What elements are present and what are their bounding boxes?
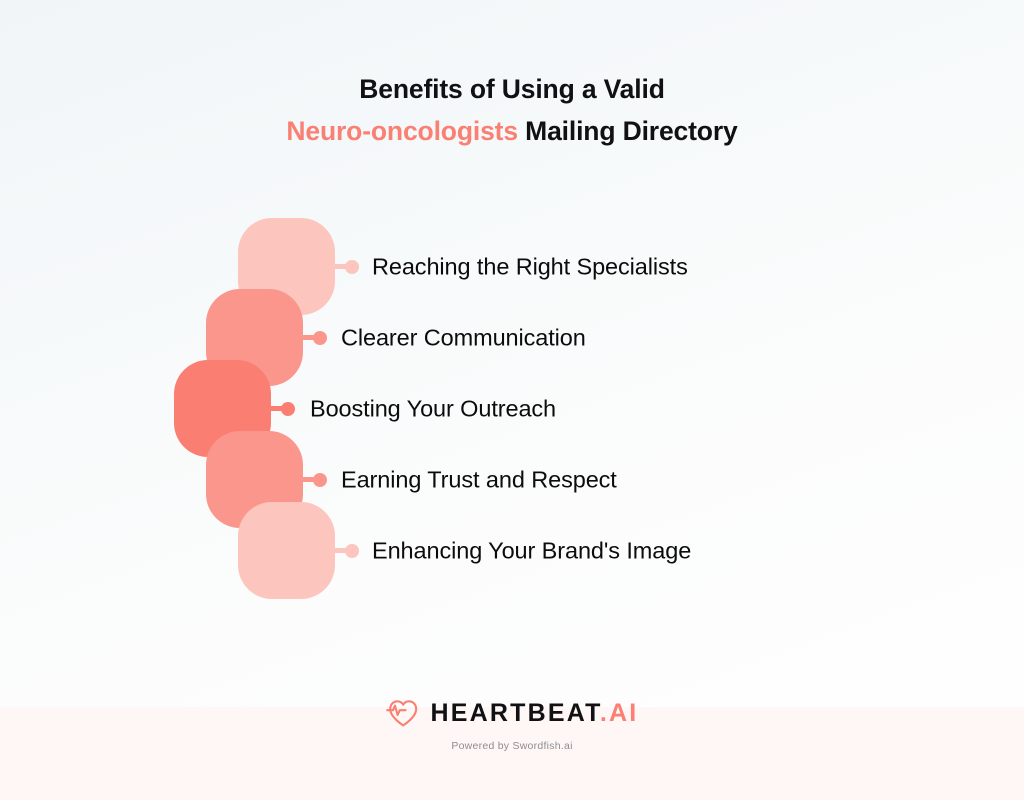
logo-name-text: HEARTBEAT [430,698,600,727]
benefit-connector-3 [266,406,288,411]
logo-row: HEARTBEAT.AI [385,698,639,728]
benefit-tile-5 [238,502,335,599]
logo-tagline: Powered by Swordfish.ai [451,740,573,752]
benefit-connector-5 [330,548,352,553]
heart-pulse-icon [385,698,420,728]
footer-band [0,707,1024,800]
footer-logo: HEARTBEAT.AI Powered by Swordfish.ai [0,698,1024,752]
benefit-connector-2 [298,335,320,340]
benefit-row-3: Boosting Your Outreach [0,360,1024,457]
title-line-2: Neuro-oncologists Mailing Directory [0,110,1024,152]
logo-wordmark: HEARTBEAT.AI [430,698,639,727]
benefit-dot-5 [345,543,359,558]
benefit-row-5: Enhancing Your Brand's Image [0,502,1024,599]
benefit-label-1: Reaching the Right Specialists [372,253,688,279]
logo-suffix-text: .AI [599,698,639,727]
title-accent-text: Neuro-oncologists [286,116,518,146]
benefit-label-5: Enhancing Your Brand's Image [372,537,692,563]
benefit-connector-1 [330,264,352,269]
benefit-connector-4 [298,477,320,482]
benefits-diagram: Reaching the Right Specialists Clearer C… [0,218,1024,603]
benefit-label-4: Earning Trust and Respect [341,466,617,492]
benefit-dot-3 [281,401,295,416]
page-title: Benefits of Using a Valid Neuro-oncologi… [0,68,1024,152]
benefit-label-3: Boosting Your Outreach [310,395,557,421]
benefit-dot-2 [313,330,327,345]
title-line-1: Benefits of Using a Valid [359,74,665,104]
benefit-dot-4 [313,472,327,487]
benefit-label-2: Clearer Communication [341,324,586,350]
title-rest-text: Mailing Directory [517,116,738,146]
benefit-dot-1 [345,259,359,274]
